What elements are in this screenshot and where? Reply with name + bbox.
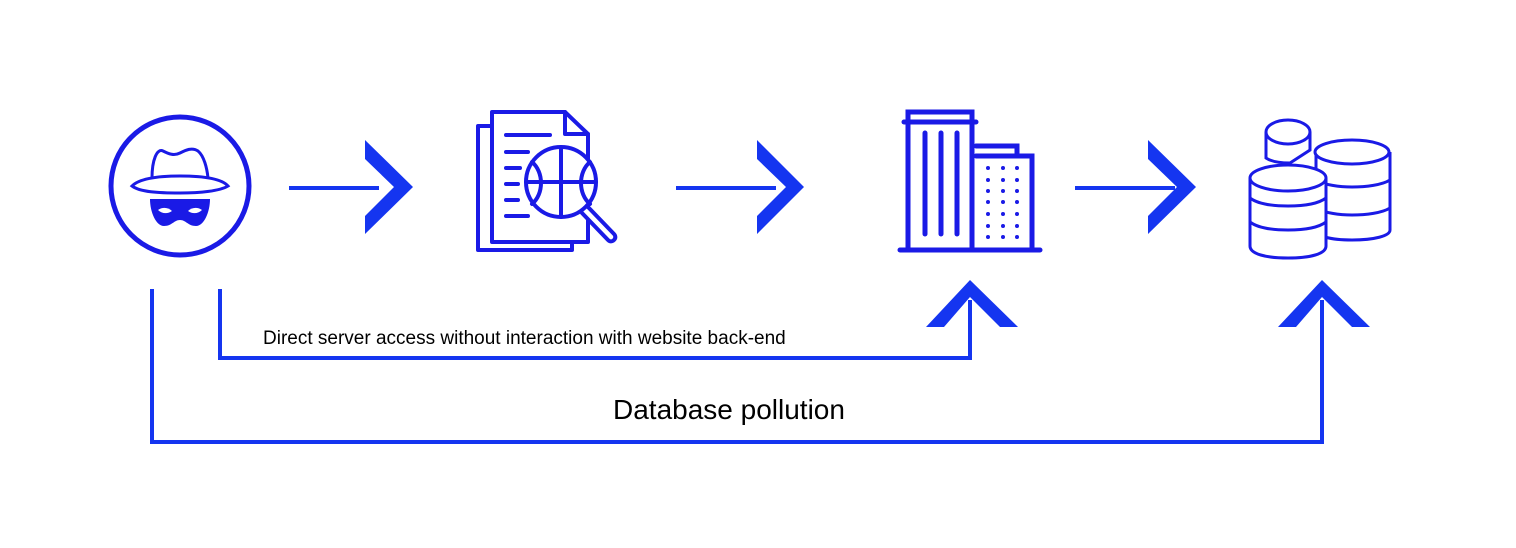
connector-pollution [150,289,1324,444]
database-pollution-label: Database pollution [613,394,845,425]
arrow-attacker-to-website [289,140,413,234]
database-icon [1248,118,1392,260]
arrow-server-to-database [1075,140,1196,234]
arrow-website-to-server [676,140,804,234]
direct-access-label: Direct server access without interaction… [263,328,786,349]
arrowhead-to-server [926,280,1018,327]
connector-direct-access [218,289,972,360]
arrowhead-to-database [1278,280,1370,327]
hacker-icon [108,114,252,258]
building-icon [897,109,1043,253]
document-search-icon [476,110,618,252]
